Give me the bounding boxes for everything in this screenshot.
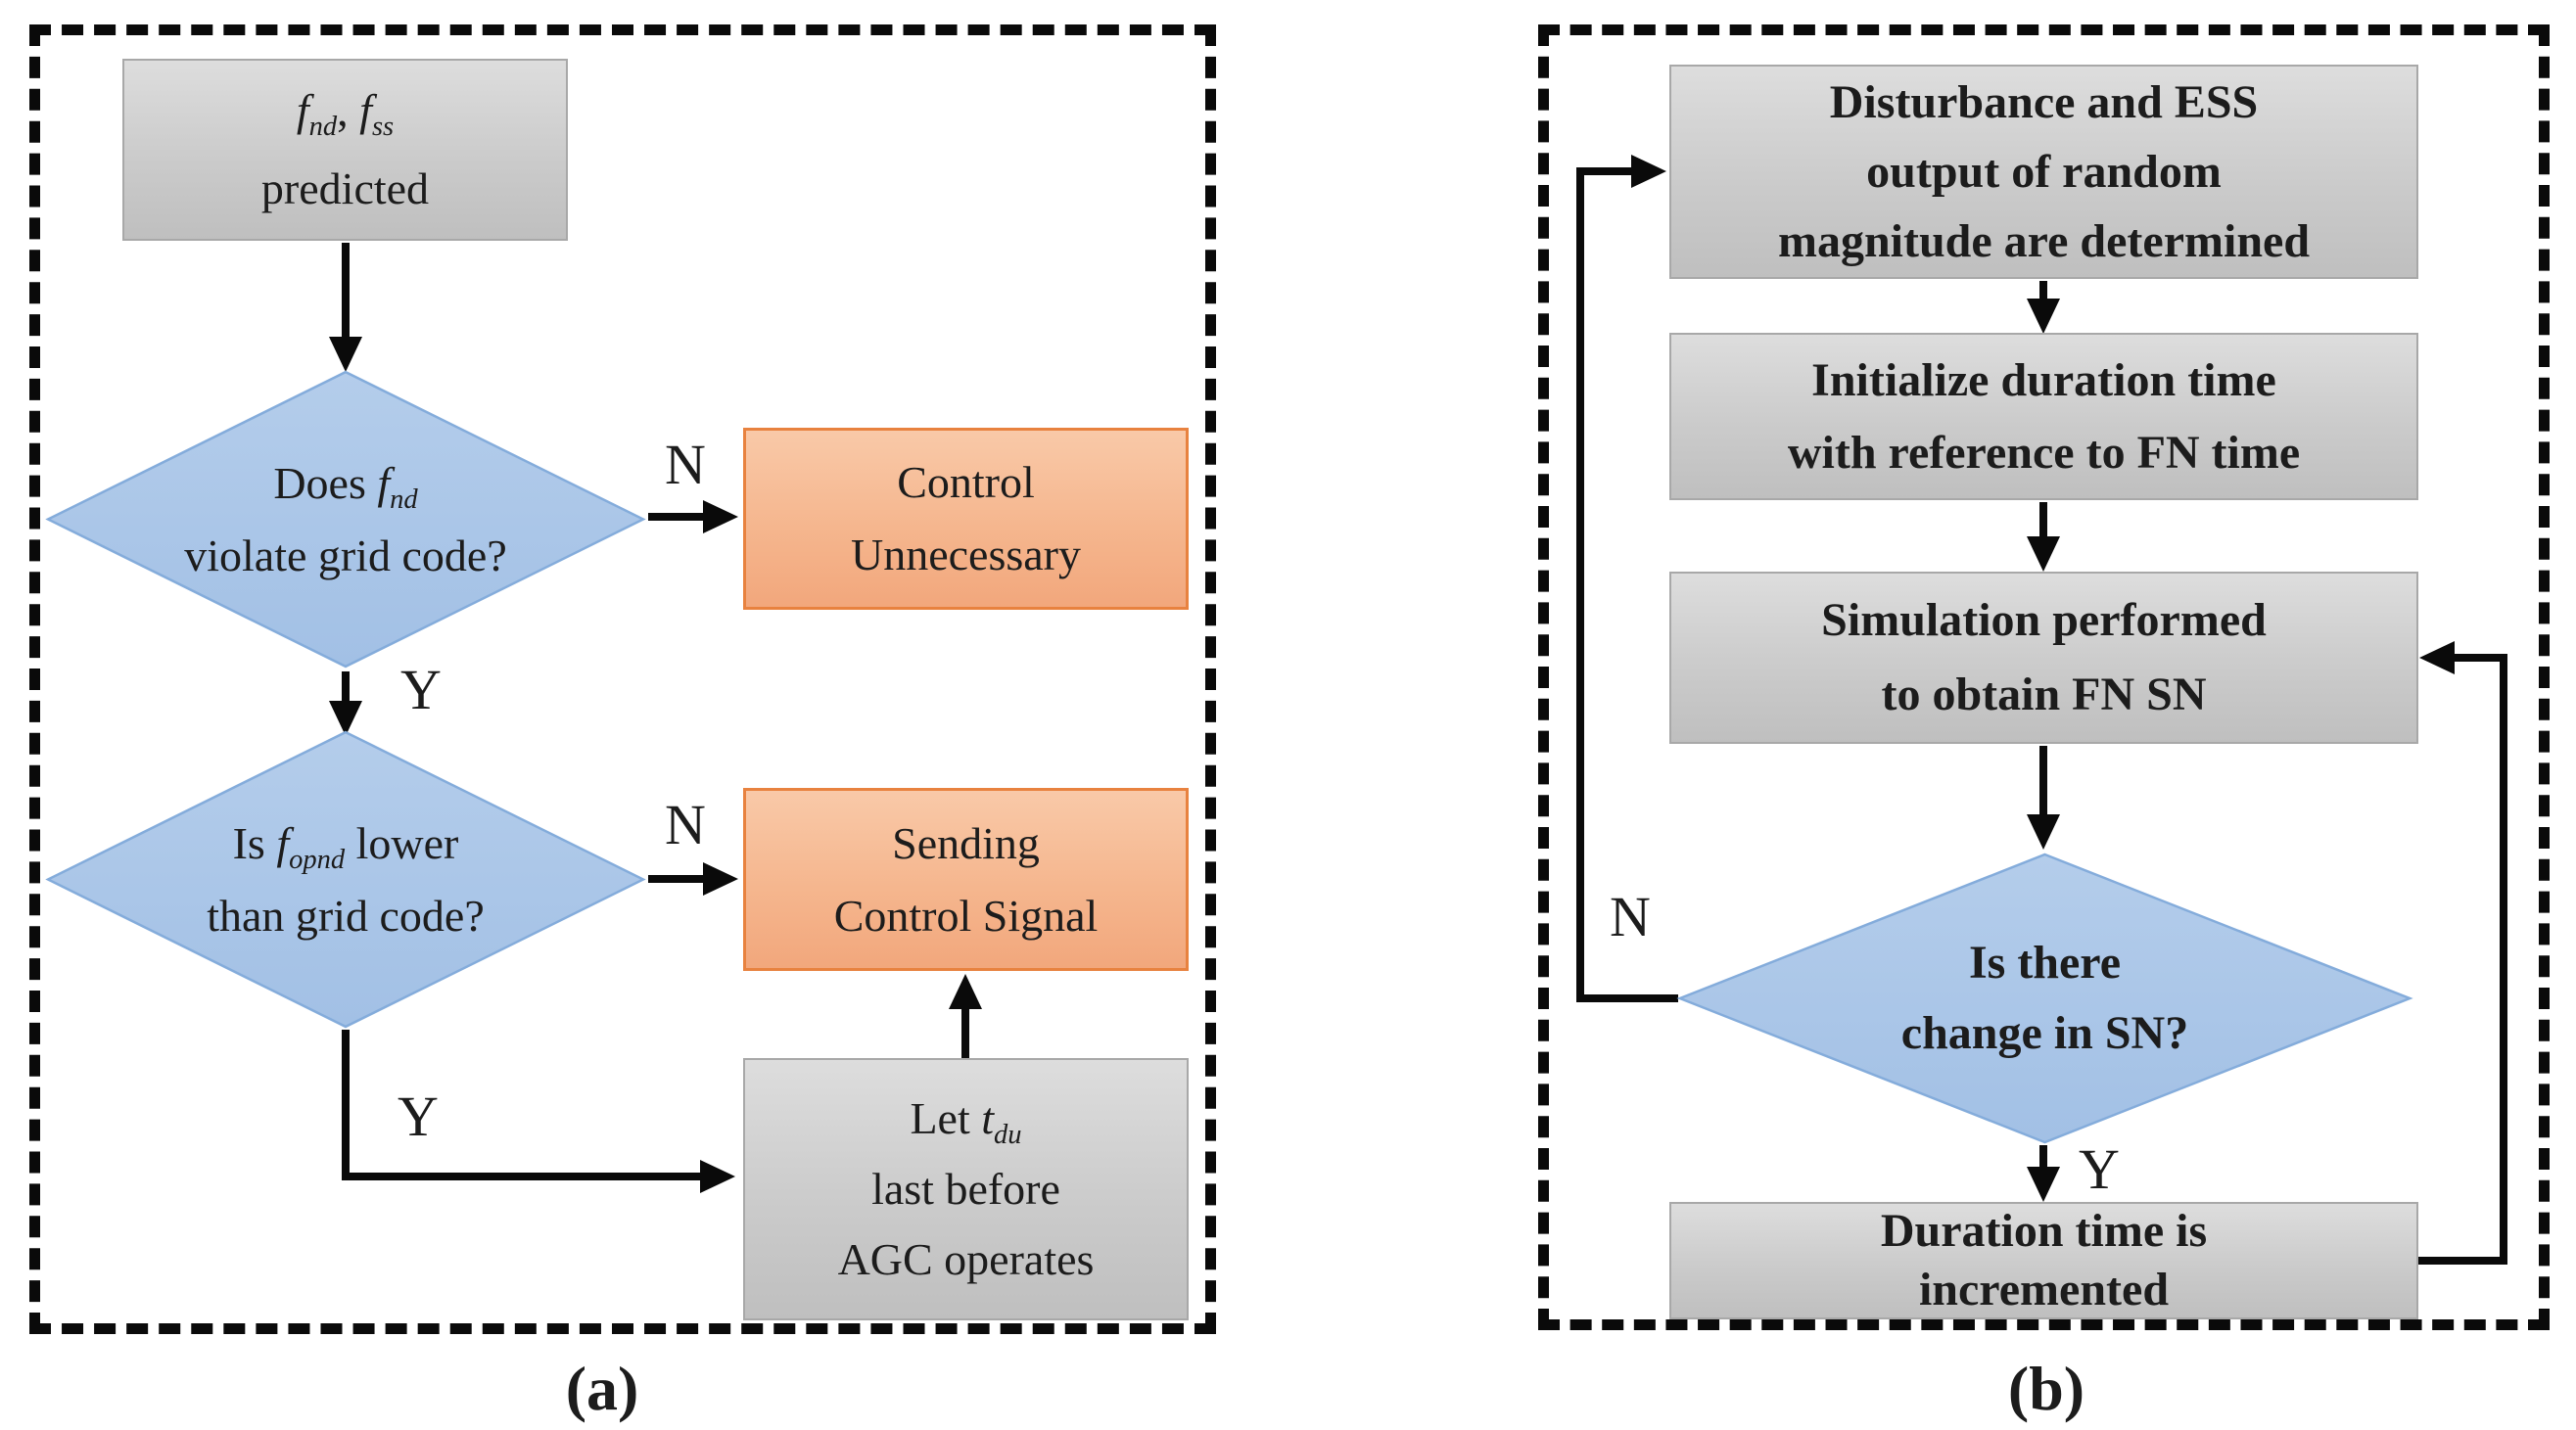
edge-b2-to-b3 xyxy=(2039,502,2047,536)
decision2-line2: than grid code? xyxy=(207,890,485,941)
arrowhead-down-icon xyxy=(329,337,362,372)
arrowhead-down-icon xyxy=(2027,536,2060,572)
loop-right-bottom-horizontal xyxy=(2418,1257,2507,1265)
arrowhead-right-icon xyxy=(700,1160,735,1193)
start-box-frequencies-predicted: fnd, fss predicted xyxy=(122,59,568,241)
b-box2-line1: Initialize duration time xyxy=(1811,353,2276,406)
panel-b-dashed-border xyxy=(1538,24,2550,1330)
b-box1-line2: output of random xyxy=(1866,146,2222,198)
b-decision-line2: change in SN? xyxy=(1900,1007,2189,1059)
sending-signal-line2: Control Signal xyxy=(833,890,1099,941)
loop-no-vertical xyxy=(1576,167,1584,1002)
arrowhead-down-icon xyxy=(2027,814,2060,850)
b-box1-line3: magnitude are determined xyxy=(1777,215,2311,267)
arrowhead-right-icon xyxy=(703,862,738,896)
arrowhead-down-icon xyxy=(2027,299,2060,334)
let-box-line3: AGC operates xyxy=(837,1234,1095,1284)
edge-b3-to-decision xyxy=(2039,746,2047,814)
diamond-shape xyxy=(45,369,646,669)
decision1-line2: violate grid code? xyxy=(184,530,507,580)
b-box1-line1: Disturbance and ESS xyxy=(1829,76,2259,128)
arrowhead-down-icon xyxy=(329,701,362,736)
arrowhead-down-icon xyxy=(2027,1167,2060,1202)
start-box-line1: fnd, fss xyxy=(296,85,395,143)
loop-right-vertical xyxy=(2500,654,2507,1265)
start-box-line2: predicted xyxy=(260,163,430,213)
edge-decision2-yes-horizontal xyxy=(342,1173,702,1180)
decision2-line1: Is fopnd lower xyxy=(232,817,459,875)
edge-label-no-b: N xyxy=(1610,885,1651,948)
edge-decision2-no xyxy=(648,875,705,883)
b-box4-line1: Duration time is xyxy=(1880,1205,2208,1257)
control-unnecessary-line2: Unnecessary xyxy=(850,530,1081,579)
b-box4-line2: incremented xyxy=(1918,1264,2170,1315)
process-initialize-duration-time: Initialize duration time with reference … xyxy=(1669,333,2418,500)
process-disturbance-ess-determined: Disturbance and ESS output of random mag… xyxy=(1669,65,2418,279)
arrowhead-right-icon xyxy=(1631,155,1666,188)
decision1-line1: Does fnd xyxy=(273,457,418,515)
control-unnecessary-line1: Control xyxy=(897,457,1035,507)
terminal-control-unnecessary: Control Unnecessary xyxy=(743,428,1189,610)
arrowhead-up-icon xyxy=(949,974,982,1009)
arrowhead-left-icon xyxy=(2419,641,2455,674)
edge-label-yes-b: Y xyxy=(2079,1137,2120,1201)
panel-a-caption: (a) xyxy=(565,1354,639,1423)
edge-label-no-2: N xyxy=(665,793,706,856)
edge-start-to-decision1 xyxy=(342,243,350,337)
edge-decision2-yes-vertical xyxy=(342,1030,350,1180)
panel-b-caption: (b) xyxy=(2007,1354,2085,1423)
b-box2-line2: with reference to FN time xyxy=(1787,426,2301,479)
decision-does-fnd-violate-grid-code: Does fnd violate grid code? xyxy=(45,369,646,669)
let-box-line2: last before xyxy=(871,1164,1060,1214)
loop-no-top-horizontal xyxy=(1576,167,1633,175)
diamond-shape xyxy=(45,729,646,1030)
let-box-line1: Let tdu xyxy=(910,1093,1022,1151)
edge-decision1-no xyxy=(648,513,705,521)
terminal-sending-control-signal: Sending Control Signal xyxy=(743,788,1189,971)
edge-letbox-to-sending xyxy=(961,1007,969,1058)
process-duration-time-incremented: Duration time is incremented xyxy=(1669,1202,2418,1319)
panel-a-dashed-border xyxy=(29,24,1216,1334)
edge-label-yes-2: Y xyxy=(398,1084,439,1148)
loop-right-top-horizontal xyxy=(2453,654,2507,662)
edge-decision-yes-b xyxy=(2039,1145,2047,1169)
decision-is-fopnd-lower: Is fopnd lower than grid code? xyxy=(45,729,646,1030)
edge-label-yes-1: Y xyxy=(400,658,442,721)
diamond-shape xyxy=(1676,852,2413,1145)
b-box3-line2: to obtain FN SN xyxy=(1881,669,2207,720)
process-let-tdu-last: Let tdu last before AGC operates xyxy=(743,1058,1189,1320)
process-simulation-performed: Simulation performed to obtain FN SN xyxy=(1669,572,2418,744)
edge-b1-to-b2 xyxy=(2039,281,2047,300)
sending-signal-line1: Sending xyxy=(892,817,1040,868)
b-box3-line1: Simulation performed xyxy=(1821,594,2267,646)
arrowhead-right-icon xyxy=(703,500,738,533)
edge-label-no-1: N xyxy=(665,433,706,496)
edge-decision1-yes xyxy=(342,671,350,703)
b-decision-line1: Is there xyxy=(1968,937,2122,989)
loop-no-bottom-horizontal xyxy=(1576,994,1678,1002)
decision-change-in-sn: Is there change in SN? xyxy=(1676,852,2413,1145)
